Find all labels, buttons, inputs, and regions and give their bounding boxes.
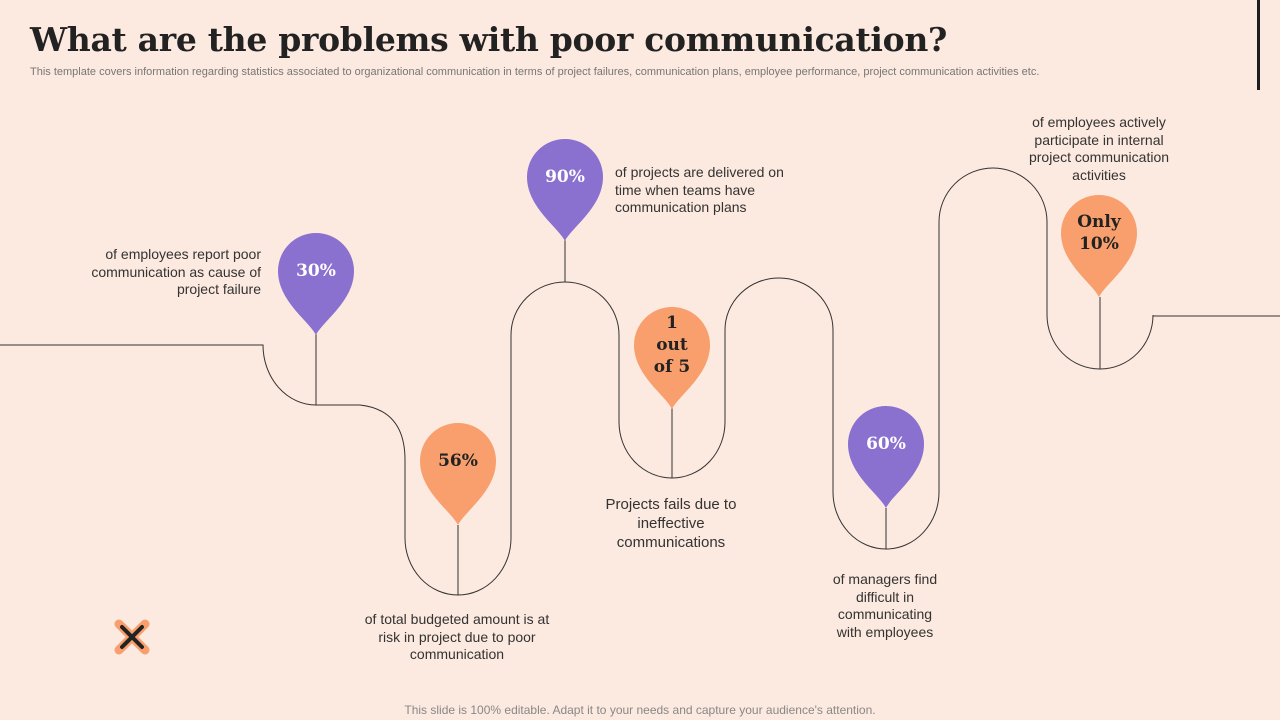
stat-description: of managers find difficult in communicat… <box>832 571 938 640</box>
stat-description: of employees actively participate in int… <box>1028 114 1170 183</box>
stat-value: 1 out of 5 <box>653 313 691 377</box>
stat-value: 30% <box>296 261 336 281</box>
stat-description: of projects are delivered on time when t… <box>615 164 784 215</box>
map-pin-icon <box>1061 195 1137 297</box>
map-pin-icon <box>527 139 603 241</box>
map-pin-icon <box>278 233 354 335</box>
page-title: What are the problems with poor communic… <box>30 20 948 59</box>
stat-value: Only 10% <box>1077 212 1121 254</box>
corner-accent-bar <box>1257 0 1260 90</box>
map-pin-icon <box>848 406 924 508</box>
stat-pin-30: 30% <box>278 233 354 337</box>
stat-value: 56% <box>438 451 478 471</box>
stat-pin-1-out-of-5: 1 out of 5 <box>634 307 710 411</box>
stat-pin-56: 56% <box>420 423 496 527</box>
stat-pin-90: 90% <box>527 139 603 243</box>
stat-pin-60: 60% <box>848 406 924 510</box>
footer-note: This slide is 100% editable. Adapt it to… <box>404 703 876 717</box>
stat-description: of total budgeted amount is at risk in p… <box>364 611 550 662</box>
stat-value: 90% <box>545 167 585 187</box>
stat-description: of employees report poor communication a… <box>91 246 261 297</box>
map-pin-icon <box>634 307 710 409</box>
stat-pin-only-10: Only 10% <box>1061 195 1137 299</box>
page-subtitle: This template covers information regardi… <box>30 66 1040 78</box>
stat-value: 60% <box>866 434 906 454</box>
map-pin-icon <box>420 423 496 525</box>
stat-description: Projects fails due to ineffective commun… <box>605 496 737 551</box>
cross-logo-icon <box>114 619 150 655</box>
